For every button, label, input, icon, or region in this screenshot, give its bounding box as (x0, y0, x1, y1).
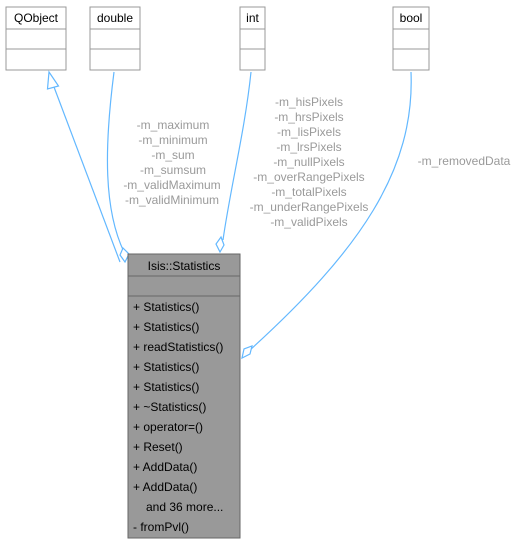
edge-label: -m_hisPixels (275, 95, 343, 109)
member-item[interactable]: + readStatistics() (133, 340, 223, 354)
member-item[interactable]: - fromPvl() (133, 520, 189, 534)
isis-statistics-class[interactable]: Isis::Statistics (127, 253, 241, 539)
edge-label: -m_minimum (138, 133, 207, 147)
edge-label: -m_overRangePixels (253, 170, 364, 184)
diamond-arrowhead-bool (241, 345, 253, 360)
more-members-note: and 36 more... (146, 500, 223, 514)
bool-edge-labels: -m_removedData (418, 154, 511, 168)
member-item[interactable]: + operator=() (133, 420, 203, 434)
edge-label: -m_maximum (137, 118, 210, 132)
member-item[interactable]: + AddData() (133, 480, 197, 494)
edge-label: -m_lrsPixels (276, 140, 341, 154)
bool-class[interactable]: bool (392, 6, 430, 71)
int-class-title: int (246, 11, 259, 25)
edge-label: -m_validMaximum (123, 178, 220, 192)
int-edge-labels: -m_hisPixels -m_hrsPixels -m_lisPixels -… (250, 95, 369, 229)
double-class[interactable]: double (89, 6, 141, 71)
member-item[interactable]: + Statistics() (133, 360, 199, 374)
hollow-triangle-arrowhead (46, 70, 60, 90)
int-class[interactable]: int (239, 6, 266, 71)
edge-label: -m_nullPixels (273, 155, 344, 169)
edge-label: -m_sum (151, 148, 194, 162)
isis-statistics-title: Isis::Statistics (148, 259, 221, 273)
member-item[interactable]: + AddData() (133, 460, 197, 474)
member-item[interactable]: + Statistics() (133, 300, 199, 314)
edge-label: -m_sumsum (140, 163, 206, 177)
diamond-arrowhead-int (215, 235, 225, 254)
association-edge-int (215, 71, 252, 254)
edge-label: -m_totalPixels (271, 185, 346, 199)
edge-label: -m_validPixels (270, 215, 347, 229)
edge-label: -m_lisPixels (277, 125, 341, 139)
edge-label: -m_removedData (418, 154, 511, 168)
bool-class-title: bool (400, 11, 423, 25)
association-edge-double (106, 71, 130, 264)
qobject-class[interactable]: QObject (5, 6, 67, 71)
member-item[interactable]: + ~Statistics() (133, 400, 206, 414)
edge-label: -m_underRangePixels (250, 200, 369, 214)
double-class-title: double (97, 11, 133, 25)
member-item[interactable]: + Statistics() (133, 380, 199, 394)
qobject-class-title: QObject (14, 11, 59, 25)
member-list: + Statistics() + Statistics() + readStat… (133, 300, 223, 534)
edge-label: -m_validMinimum (125, 193, 219, 207)
double-edge-labels: -m_maximum -m_minimum -m_sum -m_sumsum -… (123, 118, 220, 207)
association-edge-bool (241, 71, 412, 360)
member-item[interactable]: + Reset() (133, 440, 183, 454)
member-item[interactable]: + Statistics() (133, 320, 199, 334)
inheritance-edge-qobject (46, 70, 121, 263)
edge-label: -m_hrsPixels (274, 110, 343, 124)
